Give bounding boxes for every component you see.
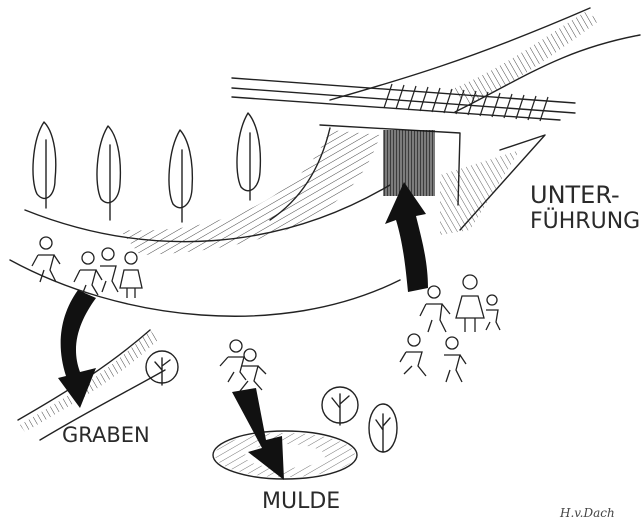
artist-signature: H.v.Dach: [559, 506, 615, 520]
arrow-to-graben: [58, 290, 96, 408]
pedestrian-figure: [119, 251, 143, 298]
tree: [236, 112, 262, 201]
pedestrian-figure: [100, 247, 119, 293]
label-mulde: MULDE: [262, 489, 340, 514]
bush: [145, 350, 179, 386]
pedestrian-figure: [444, 336, 467, 383]
arrow-to-underpass: [385, 182, 428, 292]
label-graben: GRABEN: [62, 423, 150, 447]
pedestrian-figure: [31, 236, 61, 283]
road: [9, 127, 401, 317]
bush: [321, 386, 359, 426]
pedestrian-figure: [455, 274, 485, 332]
tree: [168, 129, 194, 223]
pedestrian-group-underpass: [399, 274, 501, 383]
pedestrian-figure: [219, 339, 247, 383]
mulde-hollow: [212, 430, 358, 480]
bush: [368, 403, 398, 453]
railway-embankment: [231, 7, 641, 235]
underpass: [319, 124, 461, 206]
pedestrian-figure: [399, 333, 427, 377]
railway-sleepers: [383, 83, 549, 122]
arrow-to-mulde: [232, 388, 284, 480]
label-unter: UNTER-: [530, 181, 620, 209]
pedestrian-group-road: [31, 236, 143, 298]
pedestrian-figure: [419, 285, 451, 333]
pedestrian-figure: [73, 251, 103, 296]
poplar-trees: [32, 112, 262, 223]
tree: [96, 125, 122, 221]
pedestrian-figure: [239, 348, 267, 392]
mulde-trees: [321, 386, 398, 453]
label-fuehrung: FÜHRUNG: [530, 208, 640, 234]
pedestrian-group-mulde: [219, 339, 267, 392]
pedestrian-figure: [485, 294, 501, 331]
tree: [32, 121, 57, 209]
